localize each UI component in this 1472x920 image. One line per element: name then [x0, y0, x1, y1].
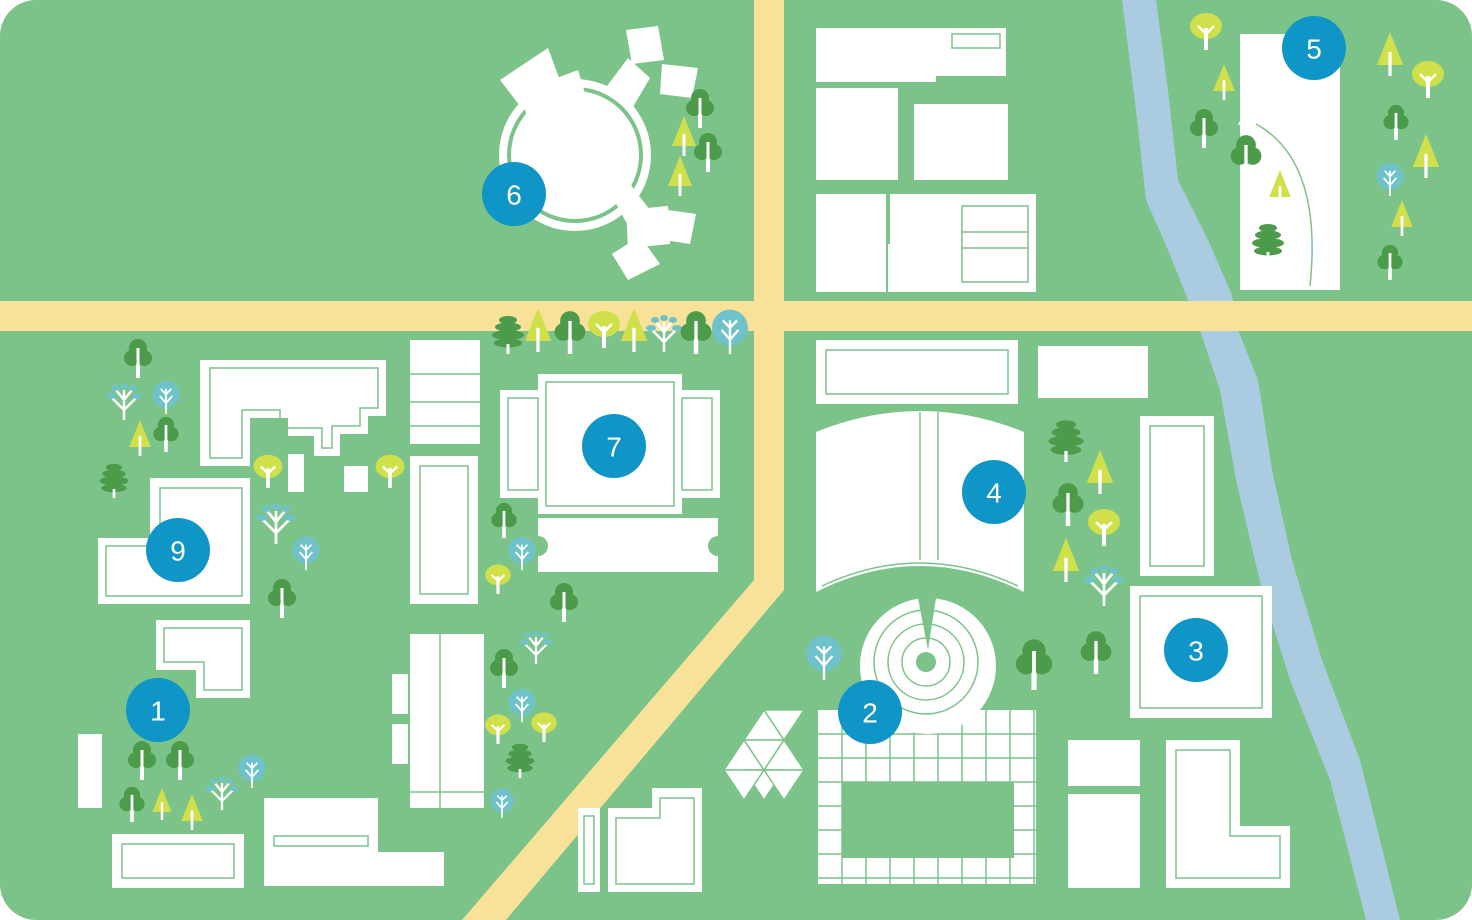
road-vertical-north [754, 0, 784, 331]
tree-icon [205, 776, 239, 810]
tree-icon [505, 743, 535, 778]
tree-icon [1052, 538, 1080, 582]
tree-icon [490, 649, 518, 688]
tree-icon [128, 741, 156, 780]
tree-icon [492, 316, 524, 354]
tree-icon [531, 712, 557, 742]
river [1122, 0, 1400, 920]
marker-7-label: 7 [606, 432, 622, 463]
building-south-small [578, 788, 702, 892]
marker-5[interactable]: 5 [1282, 16, 1346, 80]
tree-icon [550, 583, 578, 622]
tree-icon [680, 311, 712, 354]
tree-icon [256, 503, 296, 544]
tree-icon [152, 788, 172, 820]
tree-icon [1015, 639, 1053, 690]
tree-icon [1080, 631, 1112, 674]
tree-icon [253, 454, 283, 488]
tree-icon [106, 383, 142, 420]
tree-icon [238, 754, 266, 788]
tree-icon [508, 688, 536, 722]
tree-icon [129, 420, 151, 456]
tree-icon [490, 788, 514, 818]
tree-icon [99, 463, 129, 498]
tree-icon [268, 579, 296, 618]
tree-icon [181, 794, 203, 830]
marker-1-label: 1 [150, 696, 166, 727]
tree-icon [119, 786, 145, 822]
tree-icon [508, 536, 536, 570]
tree-icon [485, 564, 511, 594]
marker-1[interactable]: 1 [126, 678, 190, 742]
tree-icon [152, 380, 180, 414]
tree-icon [712, 309, 748, 354]
marker-4[interactable]: 4 [962, 460, 1026, 524]
marker-3-label: 3 [1188, 636, 1204, 667]
tree-icon [1377, 244, 1403, 280]
tree-icon [1190, 13, 1222, 50]
location-markers: 6 5 7 4 9 3 1 [126, 16, 1346, 744]
tree-icon [153, 416, 179, 452]
tree-icon [1376, 32, 1404, 76]
tree-icon [672, 116, 696, 156]
tree-icon [1048, 420, 1084, 462]
building-4 [816, 411, 1024, 592]
tree-icon [588, 311, 620, 348]
building-1 [78, 620, 484, 888]
tree-icon [1412, 134, 1440, 178]
tree-icon [292, 536, 320, 570]
tree-icon [694, 133, 722, 172]
marker-4-label: 4 [986, 478, 1002, 509]
building-cluster-northeast [816, 28, 1036, 292]
tree-icon [1269, 170, 1291, 206]
marker-2-label: 2 [862, 698, 878, 729]
tree-icon [124, 339, 152, 378]
marker-6-label: 6 [506, 180, 522, 211]
marker-7[interactable]: 7 [582, 414, 646, 478]
marker-5-label: 5 [1306, 34, 1322, 65]
marker-9[interactable]: 9 [146, 518, 210, 582]
tree-icon [1376, 162, 1404, 196]
tree-icon [668, 156, 692, 196]
tree-icon [375, 454, 405, 488]
tree-icon [166, 741, 194, 780]
tree-icon [519, 630, 553, 664]
marker-6[interactable]: 6 [482, 162, 546, 226]
tree-icon [1052, 483, 1084, 526]
tree-icon [806, 635, 842, 680]
tree-icon [1213, 64, 1235, 100]
building-cluster-west [200, 340, 480, 604]
marker-2[interactable]: 2 [838, 680, 902, 744]
tree-icon [1230, 135, 1262, 178]
tree-icon [1383, 104, 1409, 140]
trees [99, 13, 1444, 830]
tree-icon [1190, 109, 1218, 148]
tree-icon [1252, 224, 1284, 262]
tree-icon [491, 502, 517, 538]
tree-icon [1086, 450, 1114, 494]
tree-icon [620, 308, 648, 352]
marker-3[interactable]: 3 [1164, 618, 1228, 682]
tree-icon [646, 315, 682, 352]
tree-icon [485, 714, 511, 744]
tree-icon [524, 308, 552, 352]
tree-icon [686, 89, 714, 128]
building-cluster-southeast [816, 340, 1290, 888]
tree-icon [554, 311, 586, 354]
marker-9-label: 9 [170, 536, 186, 567]
road-vertical-south [462, 331, 784, 920]
tree-icon [1084, 565, 1124, 606]
tree-icon [1088, 509, 1120, 546]
tree-icon [1391, 200, 1413, 236]
tree-icon [1412, 61, 1444, 98]
